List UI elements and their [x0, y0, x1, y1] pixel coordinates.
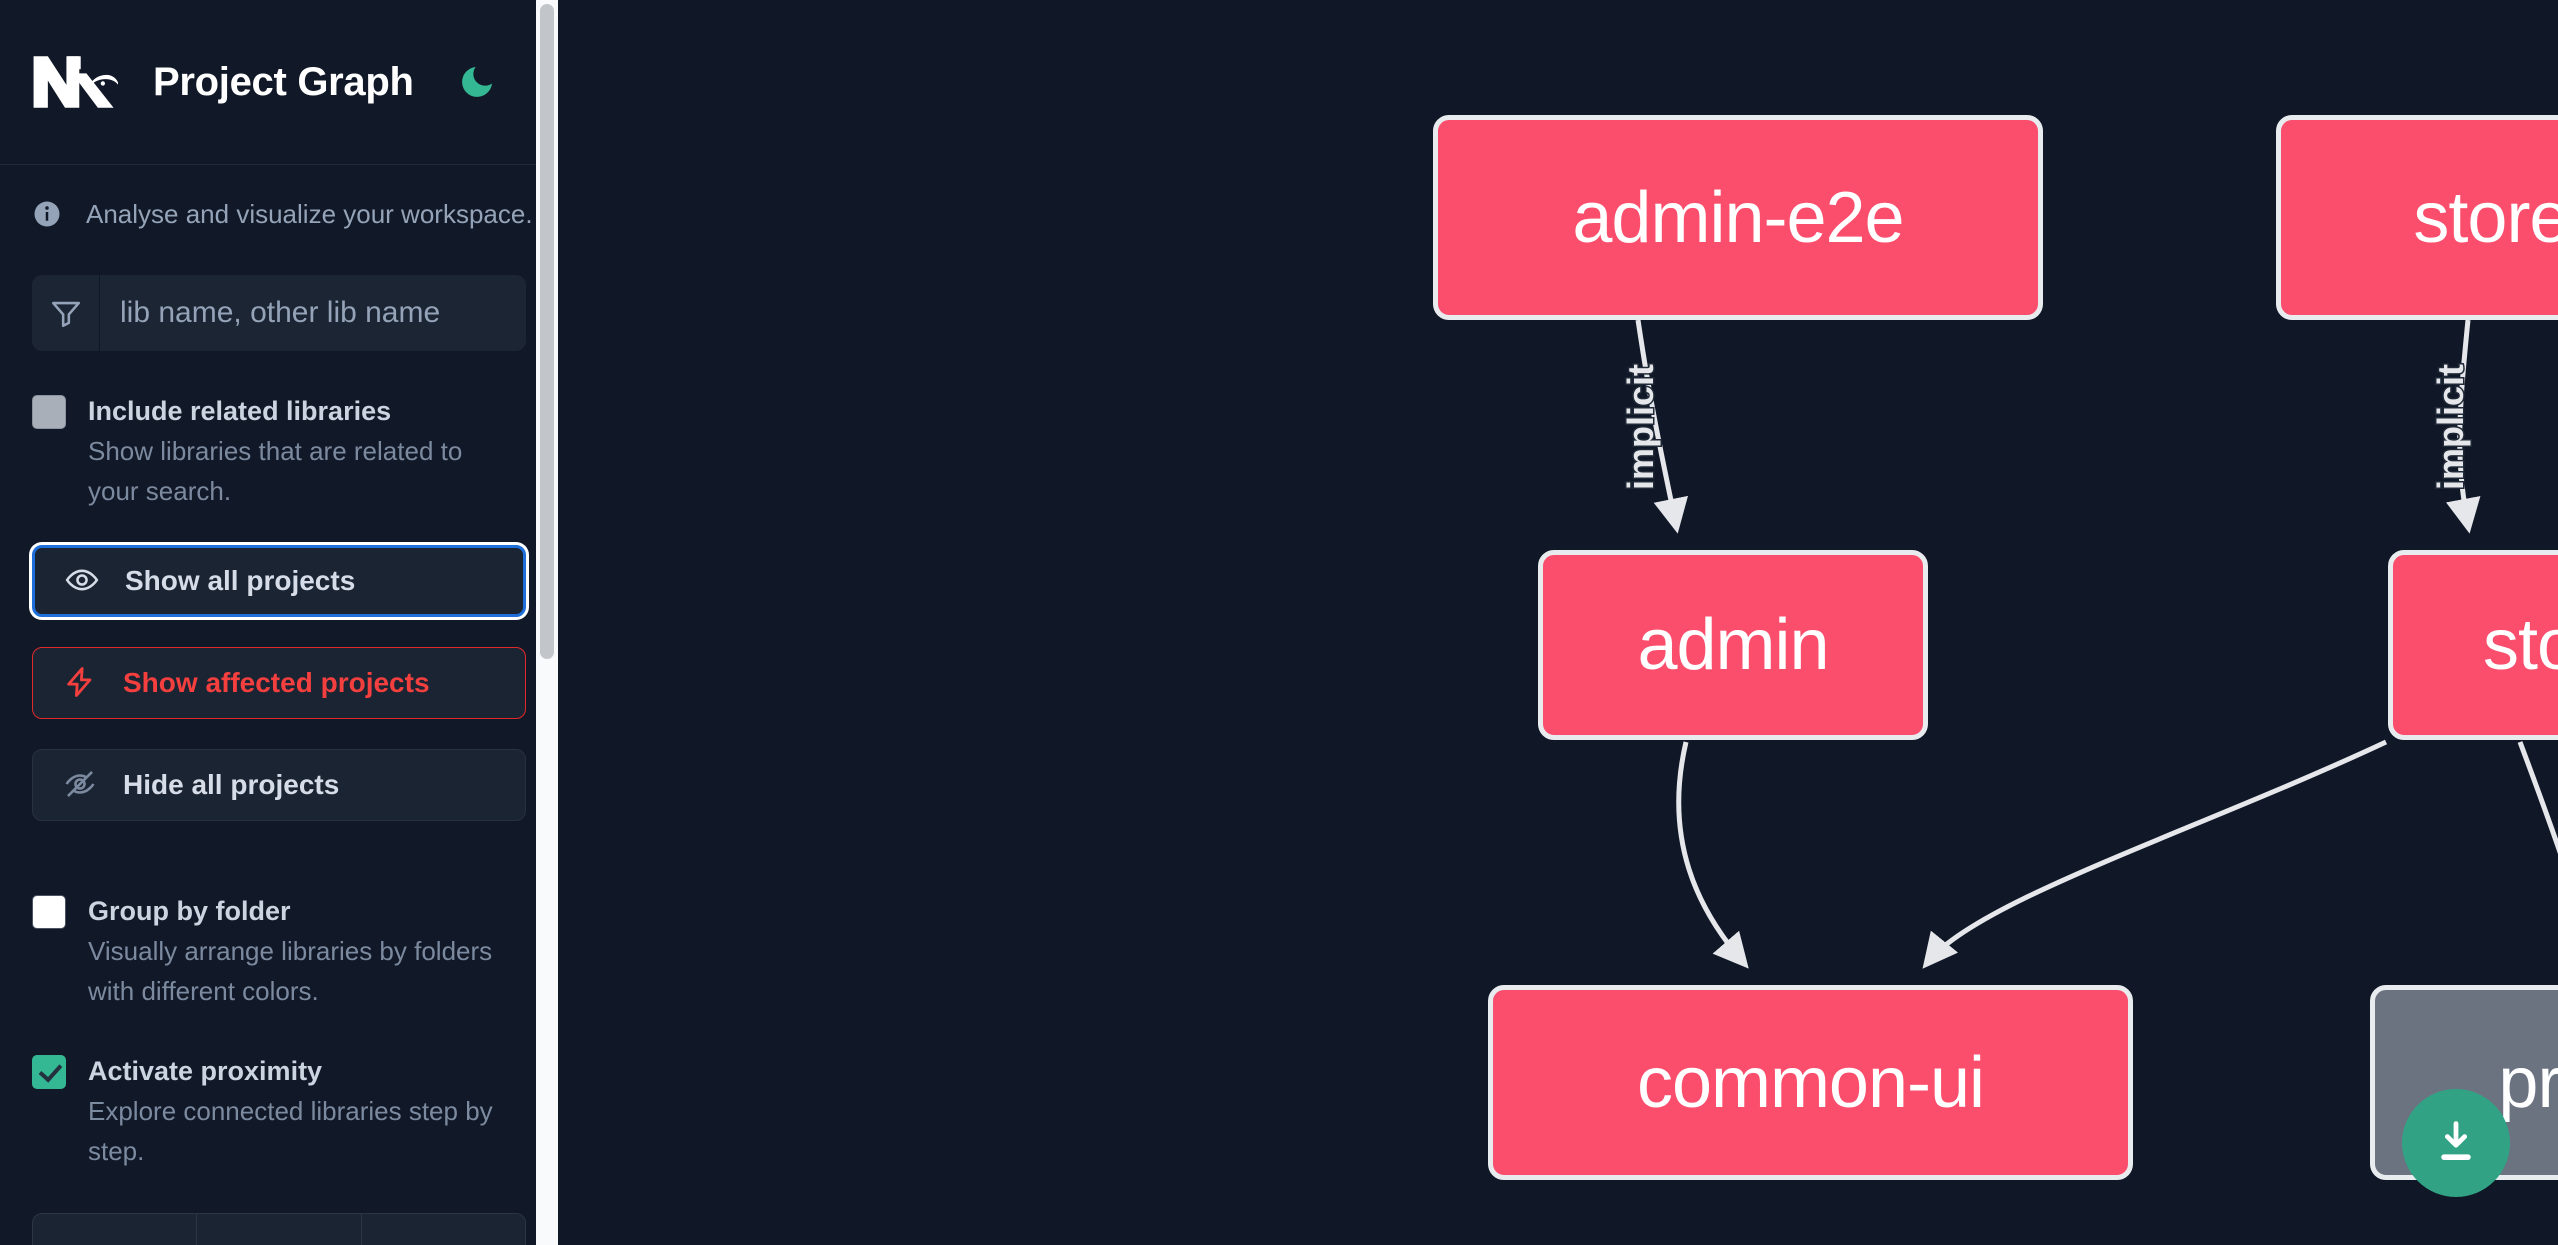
- node-label: store-e2e: [2413, 177, 2558, 258]
- checkbox-activate-proximity[interactable]: [32, 1055, 66, 1089]
- option-description: Explore connected libraries step by step…: [88, 1096, 493, 1166]
- page-title: Project Graph: [153, 59, 414, 104]
- option-description: Show libraries that are related to your …: [88, 436, 463, 506]
- option-group-by-folder[interactable]: Group by folder Visually arrange librari…: [32, 891, 526, 1011]
- node-label: products: [2498, 1042, 2558, 1123]
- graph-edges: implicit implicit: [1619, 319, 2558, 969]
- sidebar-body: Analyse and visualize your workspace. In…: [0, 165, 558, 1245]
- checkbox-include-related-libraries[interactable]: [32, 395, 66, 429]
- graph-node-products[interactable]: products: [2370, 985, 2558, 1180]
- workspace-description: Analyse and visualize your workspace.: [32, 165, 533, 229]
- option-label: Include related libraries: [88, 396, 392, 426]
- segmented-control-partial[interactable]: [32, 1213, 526, 1245]
- filter-bar: [32, 275, 526, 351]
- download-icon: [2430, 1116, 2482, 1171]
- sidebar-header: Project Graph: [0, 0, 558, 165]
- edge-admin-common-ui: [1676, 741, 1749, 969]
- edge-store-common-ui: [1922, 739, 2388, 969]
- option-description: Visually arrange libraries by folders wi…: [88, 936, 493, 1006]
- edge-label-implicit-store: implicit: [2430, 364, 2471, 490]
- graph-node-store-e2e[interactable]: store-e2e: [2276, 115, 2558, 320]
- segment-2[interactable]: [197, 1214, 362, 1245]
- hide-all-projects-label: Hide all projects: [123, 769, 340, 800]
- node-label: admin-e2e: [1572, 177, 1904, 258]
- moon-icon[interactable]: [456, 61, 498, 103]
- sidebar-scrollbar-thumb[interactable]: [540, 4, 554, 659]
- sidebar-scrollbar-track[interactable]: [536, 0, 558, 1245]
- workspace-description-text: Analyse and visualize your workspace.: [86, 198, 533, 229]
- checkbox-group-by-folder[interactable]: [32, 895, 66, 929]
- graph-node-admin[interactable]: admin: [1538, 550, 1928, 740]
- edge-store-e2e-store: [2446, 319, 2481, 534]
- graph-node-common-ui[interactable]: common-ui: [1488, 985, 2133, 1180]
- graph-canvas[interactable]: implicit implicit admin-e2e store-e2e ad…: [558, 0, 2558, 1245]
- spacer: [32, 821, 526, 851]
- option-activate-proximity[interactable]: Activate proximity Explore connected lib…: [32, 1051, 526, 1171]
- edge-admin-e2e-admin: [1635, 319, 1689, 534]
- info-icon: [32, 199, 62, 229]
- nx-logo: [32, 52, 120, 112]
- download-button[interactable]: [2402, 1089, 2510, 1197]
- hide-all-projects-button[interactable]: Hide all projects: [32, 749, 526, 821]
- graph-node-admin-e2e[interactable]: admin-e2e: [1433, 115, 2043, 320]
- search-input[interactable]: [100, 275, 526, 351]
- show-affected-projects-button[interactable]: Show affected projects: [32, 647, 526, 719]
- segment-1[interactable]: [33, 1214, 198, 1245]
- option-label: Activate proximity: [88, 1056, 323, 1086]
- edge-label-implicit-admin: implicit: [1620, 364, 1661, 490]
- eye-off-icon: [63, 767, 97, 804]
- segment-3[interactable]: [362, 1214, 525, 1245]
- eye-icon: [65, 563, 99, 600]
- graph-node-store[interactable]: store: [2388, 550, 2558, 740]
- sidebar: Project Graph Analyse and visualize your…: [0, 0, 558, 1245]
- node-label: admin: [1637, 605, 1829, 685]
- show-all-projects-button[interactable]: Show all projects: [32, 545, 526, 617]
- lightning-icon: [63, 665, 97, 702]
- node-label: common-ui: [1636, 1042, 1985, 1123]
- show-affected-projects-label: Show affected projects: [123, 667, 430, 698]
- option-label: Group by folder: [88, 896, 291, 926]
- show-all-projects-label: Show all projects: [125, 565, 356, 596]
- node-label: store: [2482, 605, 2558, 685]
- funnel-icon: [32, 275, 100, 351]
- edge-store-products: [2517, 741, 2558, 855]
- option-include-related-libraries[interactable]: Include related libraries Show libraries…: [32, 391, 526, 511]
